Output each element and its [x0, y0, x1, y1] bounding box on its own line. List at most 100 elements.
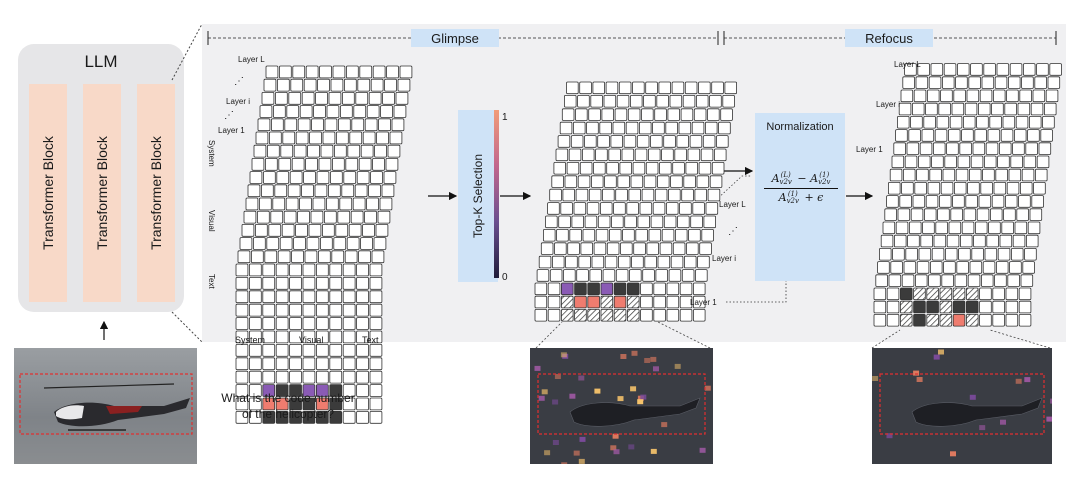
right-grid-cell [1010, 155, 1023, 169]
mid-grid-cell [640, 308, 653, 322]
mid-grid-cell [593, 242, 607, 255]
left-grid-cell [258, 197, 272, 211]
right-grid-cell [880, 234, 894, 248]
left-layer-i-label: Layer i [226, 97, 251, 106]
left-grid-cell [281, 223, 295, 237]
right-grid-cell [985, 142, 999, 155]
mid-grid-cell [637, 215, 651, 229]
mid-grid-cell [640, 282, 653, 296]
left-grid-cell [237, 250, 251, 264]
right-grid-cell [898, 102, 912, 116]
mid-grid-cell [605, 81, 619, 95]
left-grid-cell [356, 370, 369, 384]
right-grid-cell [900, 287, 913, 301]
mid-grid-cell [561, 108, 575, 121]
right-grid-cell [992, 300, 1005, 314]
left-grid-cell [262, 276, 276, 290]
left-grid-cell [313, 105, 326, 118]
left-grid-cell [264, 157, 278, 171]
right-grid-cell [961, 129, 974, 142]
left-grid-cell [387, 144, 401, 158]
heat-patch [916, 377, 923, 382]
left-grid-cell [235, 343, 249, 357]
right-grid-cell [931, 247, 945, 261]
mid-grid-cell [698, 81, 711, 95]
heat-patch [569, 393, 576, 399]
mid-grid-cell [534, 282, 548, 296]
left-grid-cell [274, 184, 288, 198]
right-grid-cell [957, 63, 970, 76]
left-grid-cell [261, 92, 275, 105]
mid-grid-cell [604, 175, 617, 188]
left-grid-cell [262, 343, 276, 357]
left-grid-cell [275, 330, 289, 344]
mid-grid-cell [624, 215, 637, 229]
right-grid-cell [1005, 300, 1019, 314]
right-grid-cell [964, 102, 978, 116]
mid-grid-cell [711, 161, 725, 175]
right-grid-cell [984, 155, 997, 169]
mid-grid-cell [625, 121, 639, 135]
left-grid-cell [315, 330, 329, 344]
mid-grid-cell [702, 135, 716, 148]
transformer-block-2: Transformer Block [83, 84, 121, 302]
heat-patch [544, 450, 551, 456]
left-grid-cell [275, 263, 289, 277]
right-grid-cell [907, 234, 920, 248]
right-grid-cell [900, 300, 913, 314]
right-grid-cell [987, 129, 1001, 142]
right-grid-cell [891, 155, 905, 169]
left-grid-cell [342, 303, 356, 317]
mid-layer-1-label: Layer 1 [690, 298, 717, 307]
left-grid-cell [235, 370, 249, 384]
left-grid-cell [303, 78, 317, 92]
left-layer-l-label: Layer L [238, 55, 265, 64]
right-grid-cell [925, 102, 938, 116]
mid-grid-cell [584, 135, 597, 148]
mid-grid-cell [622, 228, 635, 242]
mid-grid-cell [722, 95, 735, 108]
right-grid-cell [1014, 221, 1028, 235]
right-grid-cell [926, 287, 939, 301]
left-grid-cell [319, 237, 333, 250]
right-grid-cell [927, 89, 940, 103]
right-grid-cell [981, 274, 994, 287]
left-grid-cell [368, 92, 382, 105]
right-grid-cell [994, 76, 1008, 89]
mid-grid-cell [534, 308, 548, 322]
right-grid-cell [897, 208, 911, 221]
left-grid-cell [372, 157, 385, 171]
right-grid-cell [1026, 234, 1039, 248]
mid-grid-cell [591, 175, 604, 188]
heat-patch [613, 449, 620, 455]
left-grid-cell [315, 370, 329, 384]
mid-grid-cell [592, 81, 606, 95]
mid-grid-cell [565, 255, 578, 269]
left-grid-cell [364, 210, 377, 224]
right-grid-cell [927, 181, 941, 195]
mid-grid-cell [582, 228, 596, 242]
heat-patch [612, 433, 619, 439]
left-grid-cell [275, 384, 289, 397]
mid-grid-cell [676, 135, 690, 148]
mid-grid-cell [614, 108, 628, 121]
mid-grid-cell [588, 188, 602, 202]
right-grid-cell [904, 155, 918, 169]
right-grid-cell [979, 287, 992, 301]
right-grid-cell [933, 234, 947, 248]
mid-grid-cell [682, 95, 696, 108]
right-layer-i-label: Layer i [876, 100, 901, 109]
left-grid-cell [357, 78, 371, 92]
right-grid-cell [1016, 208, 1029, 221]
right-grid-cell [895, 129, 908, 142]
left-grid-cell [289, 357, 302, 371]
left-grid-cell [329, 370, 343, 384]
left-grid-cell [316, 171, 330, 184]
mid-grid-cell [663, 135, 676, 148]
right-grid-cell [974, 129, 987, 142]
left-grid-cell [370, 171, 383, 184]
mid-grid-cell [701, 228, 714, 242]
mid-grid-cell [593, 161, 606, 175]
mid-grid-cell [564, 175, 578, 188]
right-grid-cell [954, 274, 968, 287]
